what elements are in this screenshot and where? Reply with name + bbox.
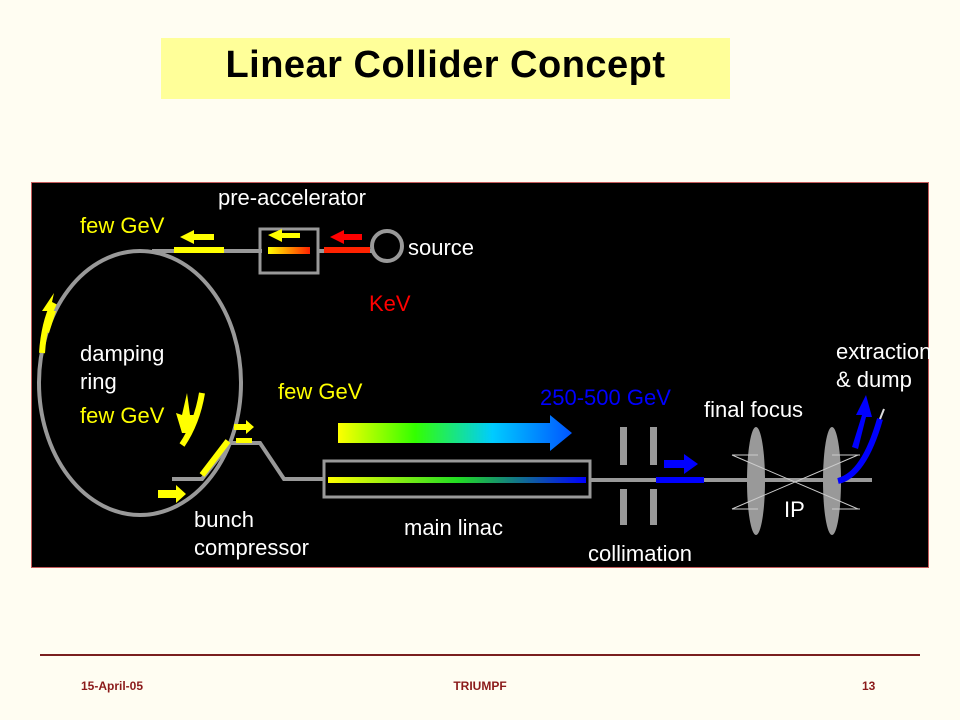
- label-ring: ring: [80, 369, 117, 394]
- pre-accelerator-arrow: [268, 229, 300, 242]
- compressor-bunch-top: [236, 438, 252, 443]
- collider-diagram: pre-accelerator source KeV few GeV dampi…: [31, 182, 930, 568]
- source-arrow: [330, 230, 362, 244]
- label-few-gev-linac: few GeV: [278, 379, 363, 404]
- extraction-beam: [837, 418, 883, 484]
- title-box: Linear Collider Concept: [161, 38, 730, 99]
- label-compressor: compressor: [194, 535, 309, 560]
- footer-organization: TRIUMPF: [453, 679, 507, 693]
- label-dump: & dump: [836, 367, 912, 392]
- label-extraction: extraction: [836, 339, 930, 364]
- blue-arrow: [664, 454, 698, 474]
- ring-arrow-left: [42, 293, 56, 333]
- source-beam: [324, 247, 370, 253]
- compressor-arrow-top: [234, 420, 254, 434]
- slide-title: Linear Collider Concept: [225, 44, 666, 86]
- label-few-gev-ring: few GeV: [80, 403, 165, 428]
- label-energy-range: 250-500 GeV: [540, 385, 671, 410]
- ring-bunch-right: [179, 392, 205, 447]
- linac-energy-arrow: [338, 415, 572, 451]
- pre-accelerator-beam: [268, 247, 310, 254]
- final-focus-lens-1: [747, 427, 765, 535]
- extraction-tick: [879, 408, 885, 420]
- crossing-line-2: [731, 454, 859, 510]
- label-few-gev-top: few GeV: [80, 213, 165, 238]
- collider-diagram-svg: pre-accelerator source KeV few GeV dampi…: [37, 185, 930, 566]
- bunch-top: [174, 247, 224, 253]
- compressor-arrow-bottom: [158, 485, 186, 503]
- label-bunch: bunch: [194, 507, 254, 532]
- label-pre-accelerator: pre-accelerator: [218, 185, 366, 210]
- label-kev: KeV: [369, 291, 411, 316]
- damping-ring: [37, 249, 243, 517]
- collimator-2-bottom: [650, 489, 657, 525]
- collimator-1-top: [620, 427, 627, 465]
- ring-arrow-right: [176, 393, 194, 433]
- footer-date: 15-April-05: [81, 679, 144, 693]
- label-damping: damping: [80, 341, 164, 366]
- label-ip: IP: [784, 497, 805, 522]
- arrow-top-left: [180, 230, 214, 244]
- collimator-2-top: [650, 427, 657, 465]
- pre-accelerator-box: [258, 227, 320, 275]
- footer-divider: [40, 654, 920, 656]
- compressor-bunch: [199, 439, 231, 477]
- footer-page-number: 13: [862, 679, 876, 693]
- label-final-focus: final focus: [704, 397, 803, 422]
- label-collimation: collimation: [588, 541, 692, 566]
- main-linac-beam: [328, 477, 586, 483]
- extraction-arrow: [852, 395, 872, 449]
- source-ring: [370, 229, 404, 263]
- blue-bunch: [656, 477, 704, 483]
- label-main-linac: main linac: [404, 515, 503, 540]
- label-source: source: [408, 235, 474, 260]
- final-focus-lens-2: [823, 427, 841, 535]
- lower-beamline: [172, 441, 324, 481]
- collimator-1-bottom: [620, 489, 627, 525]
